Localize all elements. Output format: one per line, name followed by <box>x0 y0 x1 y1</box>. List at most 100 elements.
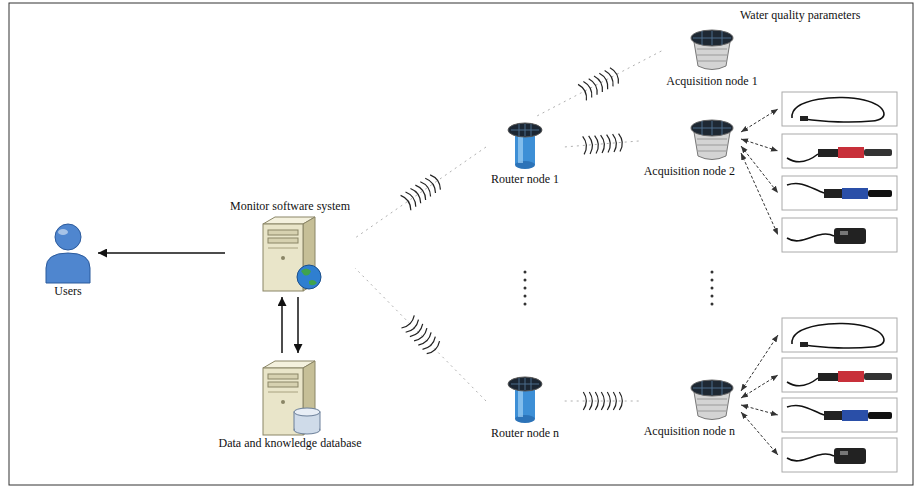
wireless-signal <box>583 392 622 410</box>
wireless-signal <box>583 134 623 155</box>
drawing-part <box>697 399 727 400</box>
drawing-part <box>524 287 527 290</box>
drawing-part <box>583 392 586 410</box>
drawing-part <box>702 121 703 135</box>
drawing-part <box>301 269 317 286</box>
wireless-signal <box>401 175 441 210</box>
drawing-part <box>711 287 714 290</box>
drawing-part <box>722 381 723 395</box>
drawing-part <box>782 134 897 168</box>
drawing-part <box>712 31 713 45</box>
drawing-part <box>697 405 727 406</box>
acquisition-node: Acquisition node 2 <box>642 116 737 181</box>
drawing-part <box>589 136 593 154</box>
drawing-part <box>782 218 897 252</box>
sensor-wires <box>741 109 778 455</box>
drawing-part <box>619 392 622 410</box>
drawing-part <box>601 135 605 153</box>
server-icon <box>255 214 325 292</box>
drawing-part <box>712 121 713 135</box>
drawing-part <box>702 31 703 45</box>
drawing-part <box>741 139 778 151</box>
drawing-part <box>782 92 897 126</box>
drawing-part <box>697 55 727 56</box>
drawing-part <box>595 392 598 410</box>
drawing-part <box>508 123 542 137</box>
wireless-signal <box>401 315 439 353</box>
drawing-part <box>268 374 298 379</box>
drawing-part <box>782 176 897 210</box>
drawing-part <box>782 358 897 392</box>
user-icon <box>43 222 93 284</box>
arrow-connector <box>281 297 283 353</box>
router-node: Router node n <box>489 374 561 443</box>
wireless-signal <box>578 68 618 101</box>
drawing-part <box>268 392 298 393</box>
server-node: Monitor software system <box>228 197 352 294</box>
acq-icon <box>689 28 735 74</box>
wireless-link <box>564 401 639 402</box>
database-node: Data and knowledge database <box>217 356 364 453</box>
arrow-connector <box>297 297 299 353</box>
drawing-part <box>519 378 520 390</box>
drawing-part <box>697 61 727 62</box>
drawing-part <box>519 124 520 136</box>
drawing-part <box>401 195 411 210</box>
node-label: Router node 1 <box>491 172 559 187</box>
drawing-part <box>697 49 727 50</box>
drawing-part <box>524 303 527 306</box>
drawing-part <box>741 146 778 193</box>
drawing-part <box>268 230 298 235</box>
drawing-part <box>711 303 714 306</box>
drawing-part <box>782 398 897 432</box>
node-label: Users <box>54 284 81 299</box>
drawing-part <box>741 412 778 455</box>
node-label: Monitor software system <box>230 199 350 214</box>
router-node: Router node 1 <box>489 120 561 189</box>
drawing-part <box>46 253 90 283</box>
ellipsis-dots <box>524 271 714 306</box>
drawing-part <box>531 124 532 136</box>
drawing-part <box>515 135 535 165</box>
drawing-part <box>711 271 714 274</box>
drawing-part <box>508 377 542 391</box>
drawing-part <box>711 279 714 282</box>
drawing-part <box>524 295 527 298</box>
drawing-part <box>268 382 298 387</box>
drawing-part <box>295 418 319 429</box>
router-icon <box>507 122 543 172</box>
arrow-connector <box>98 252 225 254</box>
drawing-part <box>518 391 523 417</box>
drawing-part <box>58 229 68 235</box>
drawing-part <box>697 151 727 152</box>
annotation-label: Water quality parameters <box>740 8 860 23</box>
drawing-part <box>297 265 321 289</box>
drawing-part <box>401 315 414 328</box>
drawing-part <box>613 134 617 152</box>
drawing-part <box>741 109 778 132</box>
router-icon <box>507 376 543 426</box>
wireless-link <box>355 268 486 401</box>
drawing-part <box>741 405 778 415</box>
drawing-part <box>722 31 723 45</box>
drawing-part <box>607 135 611 153</box>
drawing-part <box>281 400 285 404</box>
drawing-part <box>691 380 733 396</box>
drawing-part <box>702 381 703 395</box>
node-label: Router node n <box>491 426 559 441</box>
drawing-part <box>524 279 527 282</box>
drawing-part <box>578 84 586 100</box>
drawing-part <box>294 408 320 416</box>
acq-icon <box>689 118 735 164</box>
drawing-part <box>741 335 778 391</box>
drawing-part <box>531 378 532 390</box>
drawing-part <box>524 271 527 274</box>
wireless-link <box>564 141 639 147</box>
drawing-part <box>281 256 285 260</box>
sensor-pictures <box>782 92 897 472</box>
drawing-part <box>518 137 523 163</box>
drawing-part <box>691 120 733 136</box>
